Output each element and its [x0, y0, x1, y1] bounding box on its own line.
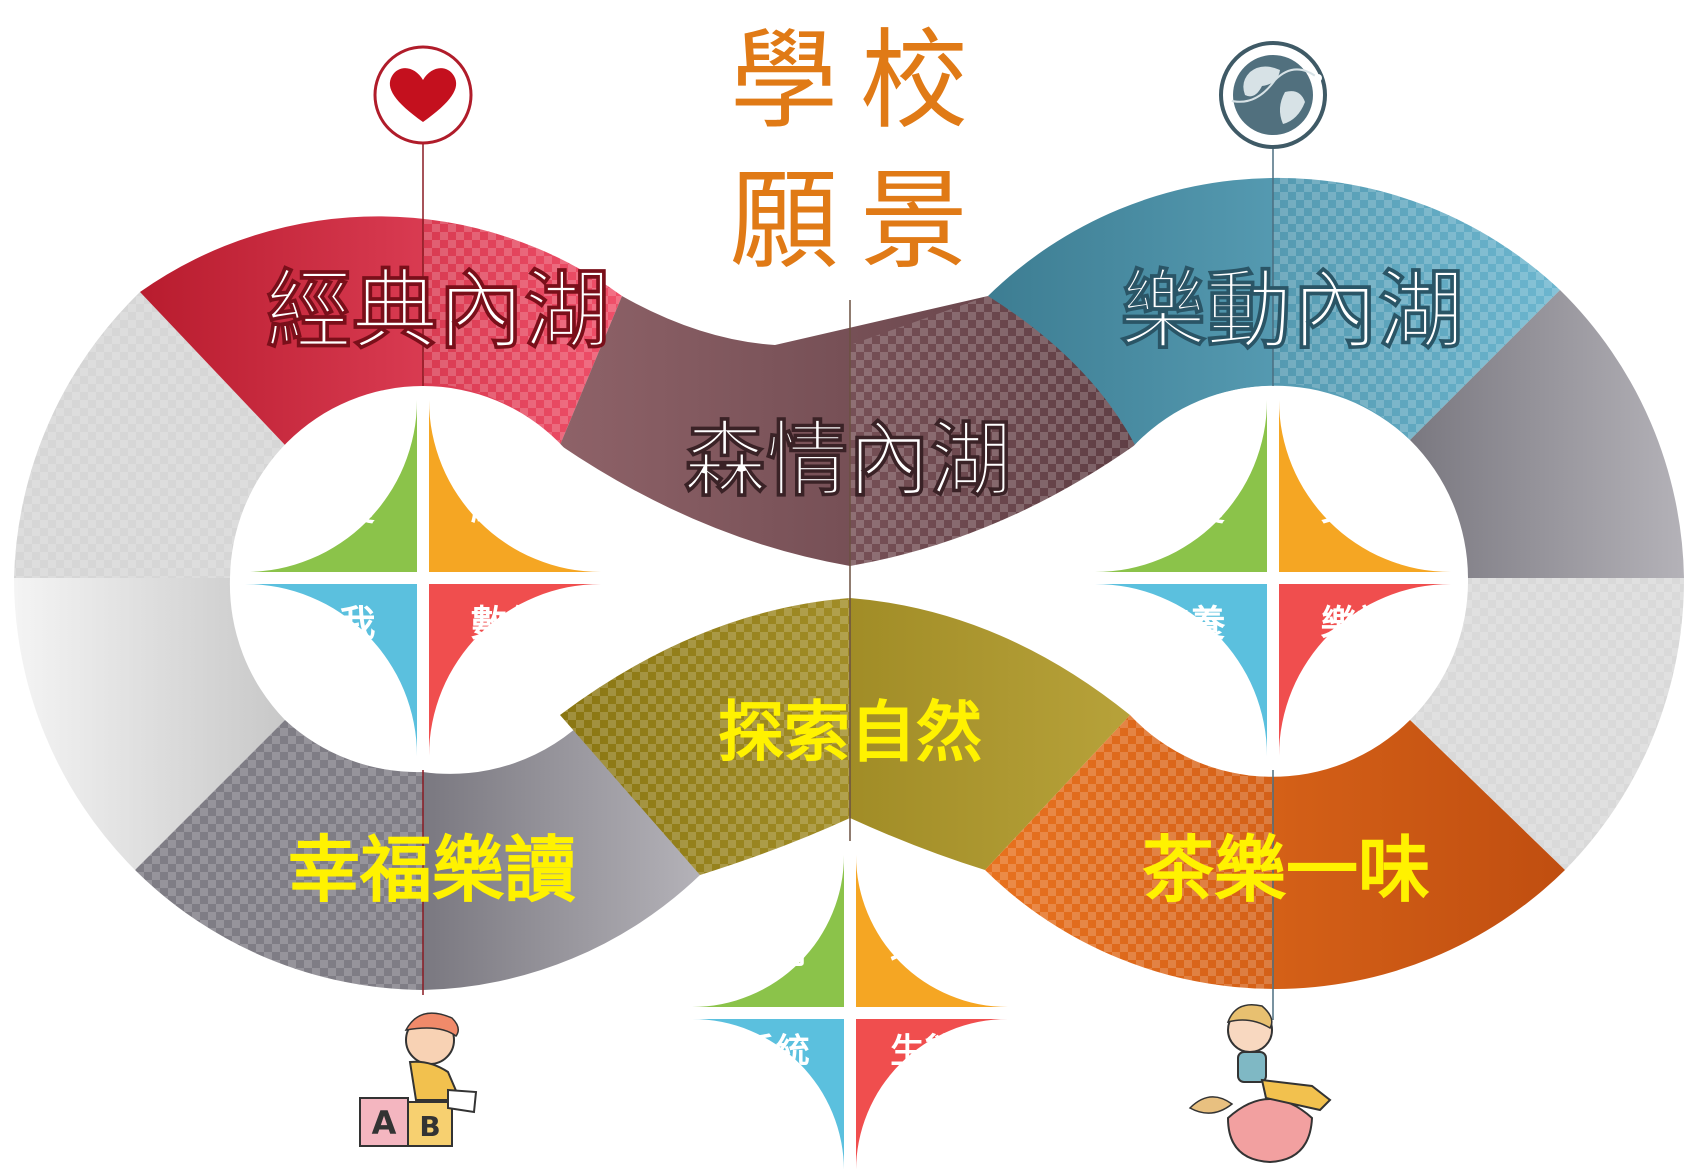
quadrant-label-top-right-line2: 交流 [1321, 487, 1393, 529]
quadrant-label-top-right-line2: 經典 [471, 487, 543, 529]
quadrant-label-bottom-right-line2: 永續 [890, 1074, 958, 1114]
heading-explore-nature: 探索自然 [718, 694, 982, 771]
quadrant-bottom-right [1279, 584, 1451, 756]
quadrant-label-bottom-left-line2: 精進 [303, 647, 375, 689]
quadrant-top-left [692, 855, 844, 1007]
quadrant-label-top-left-line2: 涵養 [303, 487, 375, 529]
heading-music-sport: 樂動內湖 [1120, 261, 1464, 361]
globe-icon [1219, 41, 1327, 149]
quadrant-bottom-right [856, 1019, 1008, 1169]
quadrant-label-top-left-line2: 保育 [742, 931, 810, 971]
quadrant-label-top-right-line1: 涵育 [890, 889, 958, 929]
quadrant-label-bottom-right-line1: 生態 [890, 1032, 958, 1072]
quadrant-label-bottom-right-line2: 分享 [1321, 647, 1393, 689]
quadrant-label-top-right-line1: 樂音 [1321, 442, 1393, 484]
vision-title-line1: 學校 [730, 19, 990, 144]
quadrant-top-left [245, 400, 417, 572]
quadrant-bottom-left [1095, 584, 1267, 756]
quadrant-label-bottom-left-line1: 自我 [303, 602, 375, 644]
quadrant-circles: 品德涵養文學經典自我精進數位學習人文涵養樂音交流陶養生活樂於分享生態保育涵育地球… [231, 386, 1465, 1169]
boy-reading-illustration: A B [359, 1012, 478, 1147]
quadrant-label-top-left-line1: 生態 [742, 889, 810, 929]
quadrant-top-right [429, 400, 601, 572]
heading-classic: 經典內湖 [266, 261, 610, 361]
quadrant-bottom-left [245, 584, 417, 756]
quadrant-label-bottom-right-line1: 數位 [471, 602, 543, 644]
heading-forest: 森情內湖 [684, 413, 1012, 508]
heading-tea-music: 茶樂一味 [1142, 828, 1430, 912]
heart-icon [373, 45, 473, 145]
quadrant-label-top-left-line1: 人文 [1153, 442, 1225, 484]
quadrant-label-bottom-left-line2: 生活 [1153, 647, 1225, 689]
quadrant-bottom-left [692, 1019, 844, 1169]
quadrant-top-right [1279, 400, 1451, 572]
quadrant-label-bottom-left-line2: 思考 [742, 1074, 810, 1114]
left-ring [14, 166, 700, 990]
quadrant-top-left [1095, 400, 1267, 572]
quadrant-top-right [856, 855, 1008, 1007]
quadrant-label-bottom-right-line1: 樂於 [1321, 602, 1393, 644]
quadrant-label-top-left-line1: 品德 [303, 442, 375, 484]
svg-text:A: A [372, 1104, 397, 1142]
quadrant-label-top-right-line1: 文學 [471, 442, 543, 484]
left-ring-segment-lower-light [14, 578, 285, 870]
quadrant-label-top-left-line2: 涵養 [1153, 487, 1225, 529]
quadrant-bottom-right [429, 584, 601, 756]
quadrant-label-top-right-line2: 地球 [890, 931, 959, 971]
quadrant-circle-rim [231, 386, 615, 770]
heading-happy-reading: 幸福樂讀 [288, 828, 576, 912]
quadrant-label-bottom-right-line2: 學習 [471, 647, 543, 689]
quadrant-circle-rim [1081, 386, 1465, 770]
child-on-peach-illustration [1188, 1004, 1332, 1164]
quadrant-circle-rim [678, 841, 1022, 1169]
right-ring-gray-segment [1410, 290, 1684, 578]
quadrant-label-bottom-left-line1: 系統 [742, 1032, 810, 1072]
vision-title-line2: 願景 [730, 159, 990, 284]
svg-text:B: B [419, 1110, 440, 1143]
right-ring [985, 166, 1684, 990]
quadrant-label-bottom-left-line1: 陶養 [1153, 602, 1225, 644]
